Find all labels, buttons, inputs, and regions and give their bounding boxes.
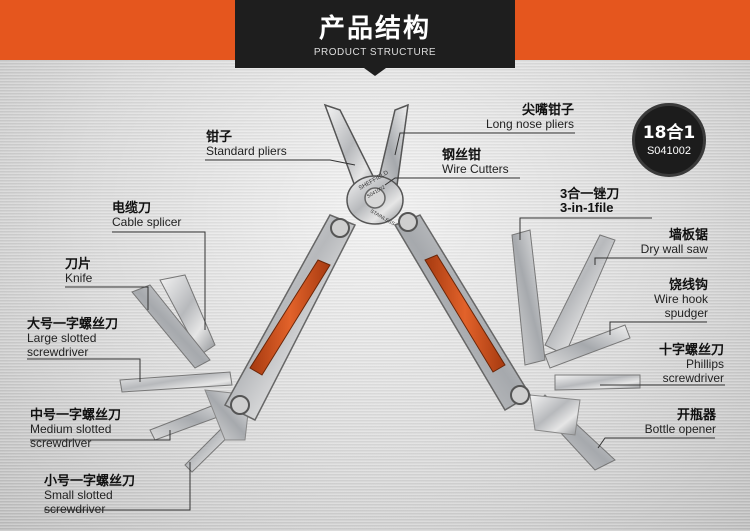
label-en: Dry wall saw [640, 242, 708, 256]
left-blades [119, 274, 251, 473]
label-en-line1: Large slotted [27, 331, 97, 345]
label-en-line1: Medium slotted [30, 422, 112, 436]
label-en: Cable splicer [112, 215, 182, 229]
label-cable-splicer: 电缆刀 Cable splicer [112, 200, 222, 230]
header-notch [364, 68, 386, 76]
label-en-line1: Small slotted [44, 488, 113, 502]
label-en: Long nose pliers [485, 117, 574, 131]
header-accent-bar-left [0, 0, 235, 60]
label-dry-wall-saw: 墙板锯 Dry wall saw [620, 227, 708, 257]
page-title: 产品结构 [318, 14, 431, 44]
header-accent-bar-right [515, 0, 750, 60]
badge-model-code: S041002 [646, 145, 692, 157]
label-cn: 刀片 [65, 256, 92, 271]
label-cn: 饶线钩 [668, 277, 708, 292]
header-banner: 产品结构 PRODUCT STRUCTURE [235, 0, 515, 68]
label-wire-cutters: 钢丝钳 Wire Cutters [442, 147, 552, 177]
pliers-jaws [323, 103, 409, 225]
label-wire-hook-spudger: 饶线钩 Wire hook spudger [620, 277, 708, 321]
right-handle [393, 212, 532, 412]
label-cn: 中号一字螺丝刀 [30, 407, 122, 422]
label-cn: 大号一字螺丝刀 [27, 316, 119, 331]
label-en-line1: Phillips [685, 357, 724, 371]
label-knife: 刀片 Knife [65, 256, 145, 286]
label-en-line1: Wire hook [653, 292, 708, 306]
label-bottle-opener: 开瓶器 Bottle opener [628, 407, 716, 437]
right-blades [511, 229, 641, 471]
label-en: 3-in-1file [560, 200, 614, 215]
label-en-line2: screwdriver [662, 371, 724, 385]
label-cn: 钢丝钳 [442, 147, 482, 162]
label-small-slotted-screwdriver: 小号一字螺丝刀 Small slotted screwdriver [44, 473, 174, 517]
badge-count: 18合1 [642, 123, 696, 143]
label-cn: 电缆刀 [112, 200, 152, 215]
label-large-slotted-screwdriver: 大号一字螺丝刀 Large slotted screwdriver [27, 316, 147, 360]
label-file: 3合一锉刀 3-in-1file [560, 187, 660, 215]
label-cn: 3合一锉刀 [560, 186, 620, 201]
label-medium-slotted-screwdriver: 中号一字螺丝刀 Medium slotted screwdriver [30, 407, 150, 451]
label-cn: 尖嘴钳子 [521, 102, 574, 117]
label-long-nose-pliers: 尖嘴钳子 Long nose pliers [470, 102, 574, 132]
label-phillips-screwdriver: 十字螺丝刀 Phillips screwdriver [640, 342, 724, 386]
label-en: Knife [65, 271, 93, 285]
label-cn: 十字螺丝刀 [658, 342, 724, 357]
label-en-line2: screwdriver [30, 436, 92, 450]
label-en-line2: spudger [664, 306, 708, 320]
left-handle [223, 214, 357, 422]
label-cn: 小号一字螺丝刀 [44, 473, 136, 488]
label-cn: 钳子 [206, 129, 233, 144]
label-en: Bottle opener [644, 422, 716, 436]
label-en: Standard pliers [206, 144, 287, 158]
model-badge: 18合1 S041002 [632, 103, 706, 177]
label-cn: 开瓶器 [676, 407, 716, 422]
label-en-line2: screwdriver [27, 345, 89, 359]
label-cn: 墙板锯 [668, 227, 708, 242]
label-en-line2: screwdriver [44, 502, 106, 516]
label-standard-pliers: 钳子 Standard pliers [206, 129, 316, 159]
label-en: Wire Cutters [442, 162, 509, 176]
page-subtitle: PRODUCT STRUCTURE [313, 47, 437, 58]
